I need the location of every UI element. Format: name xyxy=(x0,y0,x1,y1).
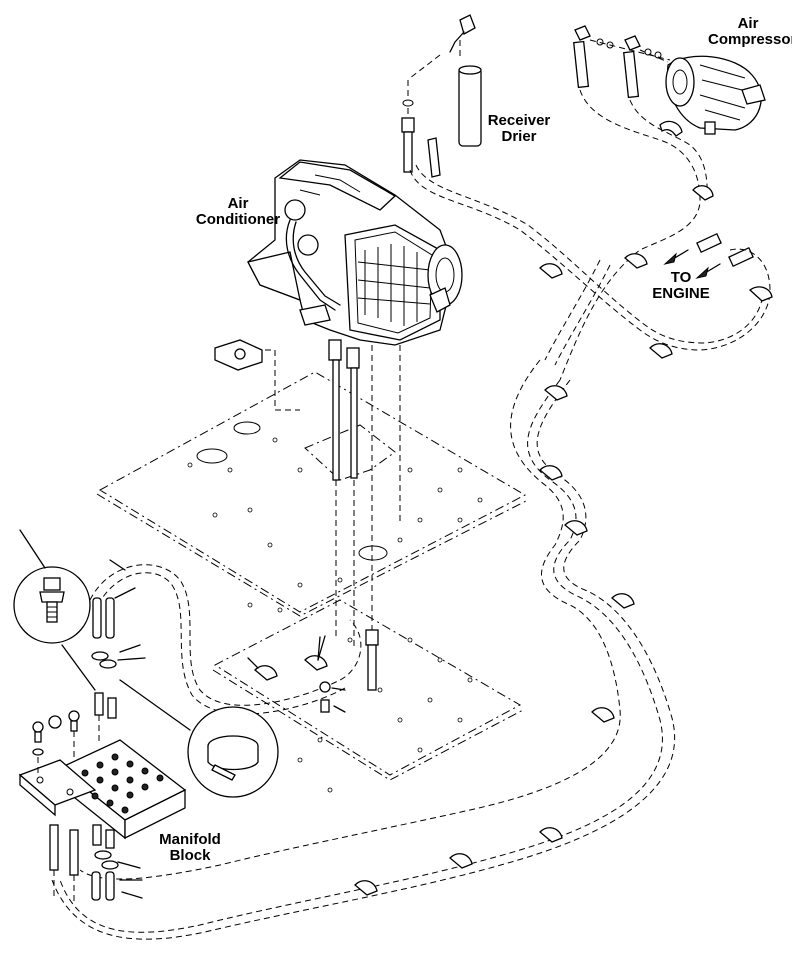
engine-connectors xyxy=(663,232,754,279)
to-engine-label: TO ENGINE xyxy=(642,270,720,302)
manifold-block xyxy=(18,739,187,840)
air-conditioner-label: Air Conditioner xyxy=(192,196,284,228)
air-compressor-label: Air Compressor xyxy=(708,15,792,48)
receiver-drier-label: Receiver Drier xyxy=(484,113,554,145)
upper-floor-plate xyxy=(96,371,529,617)
air-conditioner-label-line2: Conditioner xyxy=(195,211,281,228)
refrigerant-hoses xyxy=(51,89,771,940)
detail-callout-clamp xyxy=(119,679,279,798)
to-engine-label-line1: TO xyxy=(670,269,692,286)
manifold-block-label: Manifold Block xyxy=(150,832,230,864)
air-compressor xyxy=(665,55,766,135)
hose-clamps xyxy=(254,120,773,896)
air-conditioner-label-line1: Air xyxy=(227,195,249,212)
plate-holes xyxy=(187,437,483,793)
manifold-block-label-line2: Block xyxy=(169,847,211,864)
receiver-drier-label-line1: Receiver xyxy=(487,112,551,129)
ac-bracket xyxy=(214,339,300,411)
receiver-drier xyxy=(401,14,482,178)
receiver-drier-label-line2: Drier xyxy=(501,128,537,145)
air-conditioner-unit xyxy=(247,159,463,346)
leader-lines xyxy=(109,559,346,899)
fasteners-middle xyxy=(317,636,331,713)
manifold-block-label-line1: Manifold xyxy=(159,831,221,848)
manifold-fittings xyxy=(32,692,117,905)
to-engine-label-line2: ENGINE xyxy=(652,285,710,302)
hose-sleeves-left xyxy=(91,597,119,901)
air-compressor-label-line1: Air xyxy=(737,15,759,32)
compressor-fittings xyxy=(573,25,671,99)
lower-floor-plate xyxy=(212,599,524,781)
evaporator-tubes xyxy=(328,339,401,691)
air-compressor-label-line2: Compressor xyxy=(708,31,792,48)
detail-callout-fitting xyxy=(13,529,96,691)
